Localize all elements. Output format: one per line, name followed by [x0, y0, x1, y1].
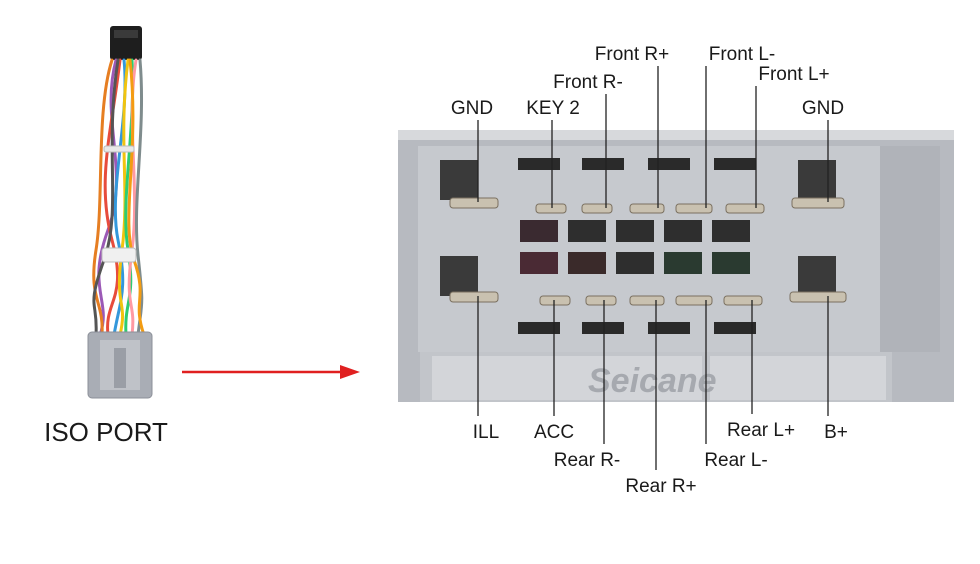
pin-label-front-r-minus: Front R- [553, 72, 623, 93]
pin-label-rear-r-minus: Rear R- [554, 450, 621, 471]
pin-label-rear-l-minus: Rear L- [704, 450, 767, 471]
seicane-watermark: Seicane [588, 362, 717, 400]
pin-label-gnd-top-left: GND [451, 98, 493, 119]
pin-label-b-plus: B+ [824, 422, 848, 443]
pin-label-key2: KEY 2 [526, 98, 580, 119]
pin-label-rear-l-plus: Rear L+ [727, 420, 795, 441]
connector-face [398, 130, 954, 402]
direction-arrow [182, 365, 360, 379]
wire-harness [87, 26, 153, 399]
pin-label-front-l-minus: Front L- [709, 44, 776, 65]
pin-label-acc: ACC [534, 422, 574, 443]
leader-lines [477, 66, 829, 470]
pin-label-front-r-plus: Front R+ [595, 44, 669, 65]
iso-port-label: ISO PORT [44, 417, 168, 447]
pin-label-ill: ILL [473, 422, 499, 443]
pin-label-gnd-top-right: GND [802, 98, 844, 119]
pin-label-rear-r-plus: Rear R+ [625, 476, 696, 497]
pin-label-front-l-plus: Front L+ [758, 64, 829, 85]
